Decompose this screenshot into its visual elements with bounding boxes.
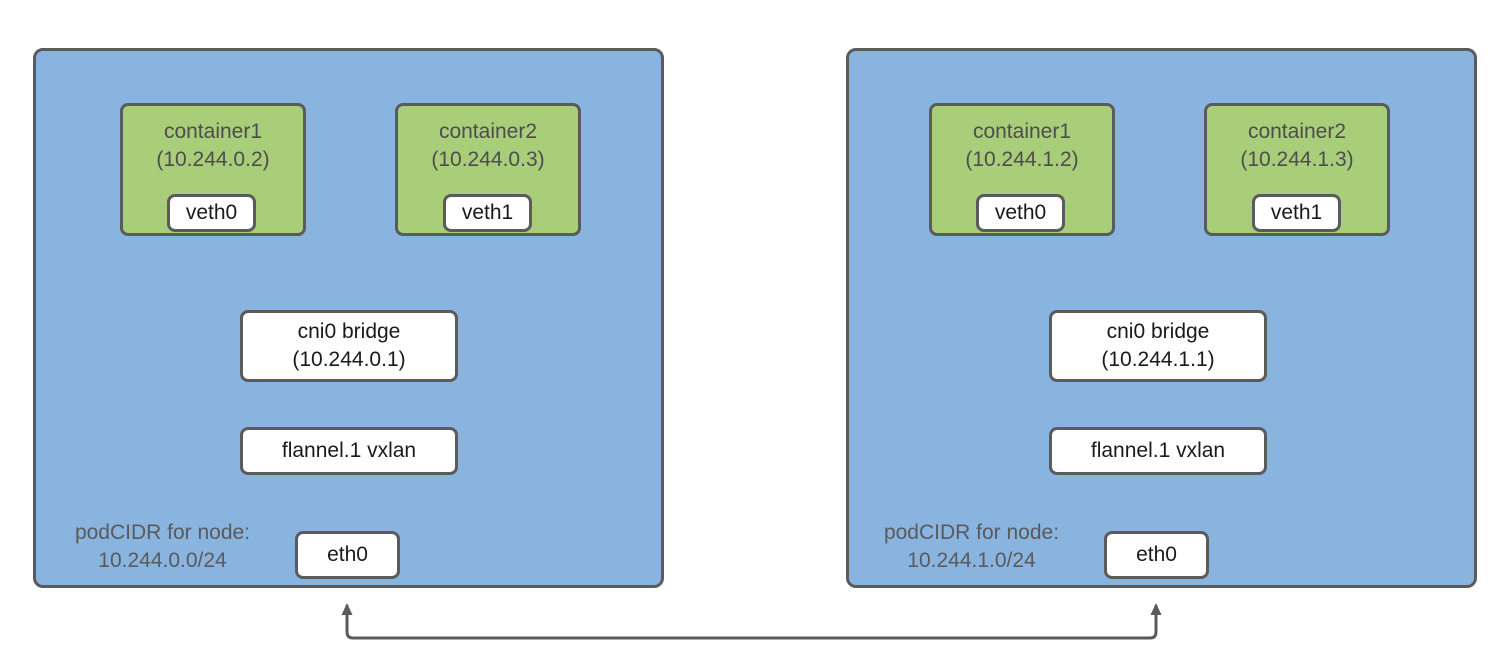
veth-label: veth1 [1270, 201, 1323, 224]
podcidr-text-left: podCIDR for node: 10.244.0.0/24 [55, 519, 270, 575]
container-ip: (10.244.0.3) [431, 148, 545, 171]
flannel-vxlan-box-left: flannel.1 vxlan [240, 427, 458, 475]
cni0-bridge-ip: (10.244.1.1) [1101, 348, 1215, 371]
flannel-vxlan-label: flannel.1 vxlan [1090, 439, 1226, 462]
eth0-label: eth0 [327, 543, 368, 566]
veth-box-right-2: veth1 [1252, 194, 1341, 232]
container-name: container2 [438, 120, 538, 143]
cni0-bridge-box-left: cni0 bridge (10.244.0.1) [240, 310, 458, 382]
eth0-box-right: eth0 [1104, 531, 1209, 579]
cni0-bridge-ip: (10.244.0.1) [292, 348, 406, 371]
connector-node-to-node-underlay [341, 603, 1162, 640]
eth0-label: eth0 [1136, 543, 1177, 566]
container-name: container2 [1247, 120, 1347, 143]
cni0-bridge-name: cni0 bridge [297, 320, 401, 343]
veth-label: veth1 [461, 201, 514, 224]
podcidr-value: 10.244.1.0/24 [907, 549, 1036, 572]
flannel-vxlan-label: flannel.1 vxlan [281, 439, 417, 462]
container-box-left-1: container1 (10.244.0.2) [120, 103, 306, 236]
container-ip: (10.244.1.2) [965, 148, 1079, 171]
podcidr-caption: podCIDR for node: [883, 521, 1060, 544]
container-ip: (10.244.1.3) [1240, 148, 1354, 171]
veth-box-left-2: veth1 [443, 194, 532, 232]
veth-box-right-1: veth0 [976, 194, 1065, 232]
eth0-box-left: eth0 [295, 531, 400, 579]
cni0-bridge-name: cni0 bridge [1106, 320, 1210, 343]
veth-box-left-1: veth0 [167, 194, 256, 232]
cni0-bridge-box-right: cni0 bridge (10.244.1.1) [1049, 310, 1267, 382]
flannel-vxlan-box-right: flannel.1 vxlan [1049, 427, 1267, 475]
podcidr-caption: podCIDR for node: [74, 521, 251, 544]
podcidr-value: 10.244.0.0/24 [98, 549, 227, 572]
podcidr-text-right: podCIDR for node: 10.244.1.0/24 [864, 519, 1079, 575]
container-name: container1 [163, 120, 263, 143]
container-ip: (10.244.0.2) [156, 148, 270, 171]
veth-label: veth0 [185, 201, 238, 224]
veth-label: veth0 [994, 201, 1047, 224]
container-name: container1 [972, 120, 1072, 143]
